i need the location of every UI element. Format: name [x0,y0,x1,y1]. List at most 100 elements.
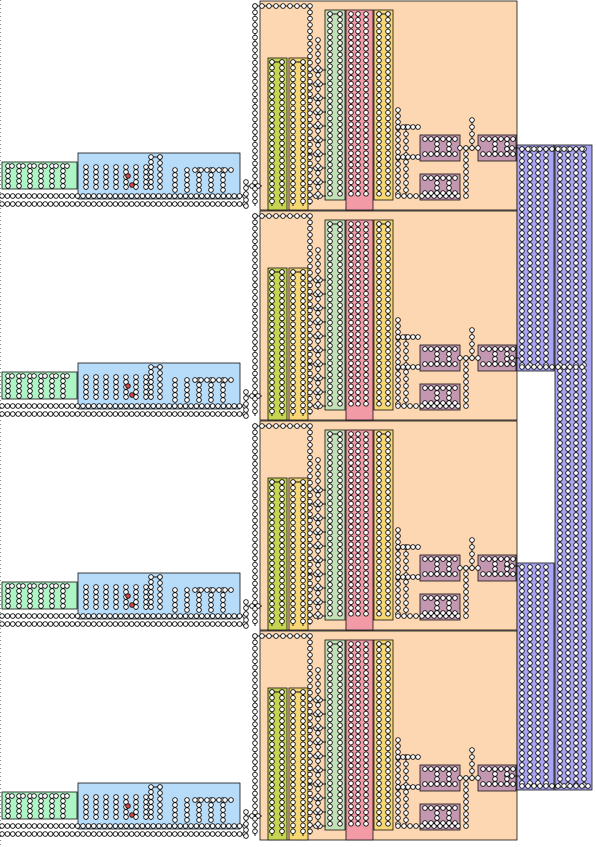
graph-node [410,544,416,550]
graph-node [337,331,343,337]
graph-node [355,98,361,104]
graph-node [337,115,343,122]
graph-node [385,331,391,337]
graph-node [85,403,92,409]
graph-node [527,678,533,684]
graph-node [557,674,563,680]
graph-node [337,377,343,384]
graph-node [581,278,587,284]
graph-node [543,284,549,290]
graph-node [204,613,210,619]
graph-node [543,296,549,302]
graph-node [307,790,313,797]
graph-node [434,390,440,396]
graph-node [300,560,306,566]
graph-node [83,794,89,800]
graph-node [557,170,563,176]
graph-node [101,201,108,207]
graph-node [290,560,296,566]
graph-node [348,279,354,285]
graph-node [5,183,11,189]
graph-node [348,587,354,594]
graph-node [337,366,343,372]
graph-node [37,823,43,829]
graph-node [543,314,549,320]
graph-node [269,408,275,414]
graph-node [385,57,391,64]
graph-node [243,623,249,629]
graph-node [348,92,354,98]
graph-node [80,201,86,207]
graph-node [83,389,89,395]
graph-node [290,589,296,595]
graph-node [519,654,525,660]
graph-node [93,169,99,175]
graph-node [307,752,313,759]
graph-node [519,738,525,744]
graph-node [446,190,452,196]
graph-node [557,500,563,506]
graph-node [315,667,321,673]
graph-node [565,650,571,656]
graph-node [266,213,272,219]
graph-node [157,394,163,400]
graph-node [363,570,369,576]
graph-node [355,290,361,297]
graph-node [565,752,571,758]
graph-node [348,11,354,17]
graph-node [348,191,354,197]
graph-node [348,652,354,659]
graph-node [519,600,525,606]
graph-node [581,230,587,236]
graph-node [573,218,579,224]
graph-node [315,310,321,316]
graph-node [113,394,119,400]
graph-node [193,411,200,417]
graph-node [363,722,369,728]
graph-node [363,477,369,484]
graph-node [60,388,66,394]
graph-node [123,403,129,409]
graph-node [422,151,428,157]
graph-node [49,173,55,179]
graph-node [405,154,411,160]
graph-node [252,408,258,415]
graph-node [422,556,428,562]
graph-node [573,194,579,200]
graph-node [252,9,258,16]
graph-node [573,584,579,590]
graph-node [527,672,533,678]
graph-node [123,621,129,627]
graph-node [166,201,173,207]
graph-node [269,606,275,613]
graph-node [327,227,333,233]
graph-node [252,22,258,28]
graph-node [565,266,571,272]
graph-node [252,612,258,618]
graph-node [355,308,361,314]
graph-node [315,93,321,99]
graph-node [535,762,541,768]
graph-node [376,162,382,168]
graph-node [348,454,354,460]
graph-node [527,182,533,188]
graph-node [543,678,549,684]
graph-node [405,754,411,760]
graph-node [259,213,265,219]
graph-node [252,461,258,467]
graph-node [363,162,369,168]
graph-node [279,479,285,485]
graph-node [363,576,369,582]
graph-node [527,660,533,666]
graph-node [269,601,275,607]
graph-node [543,266,549,272]
graph-node [403,551,409,557]
graph-node [155,621,162,627]
graph-node [337,238,343,245]
graph-node [385,786,391,792]
graph-node [182,613,189,619]
graph-node [395,749,401,755]
graph-node [527,726,533,732]
graph-node [269,747,275,753]
graph-node [557,626,563,632]
